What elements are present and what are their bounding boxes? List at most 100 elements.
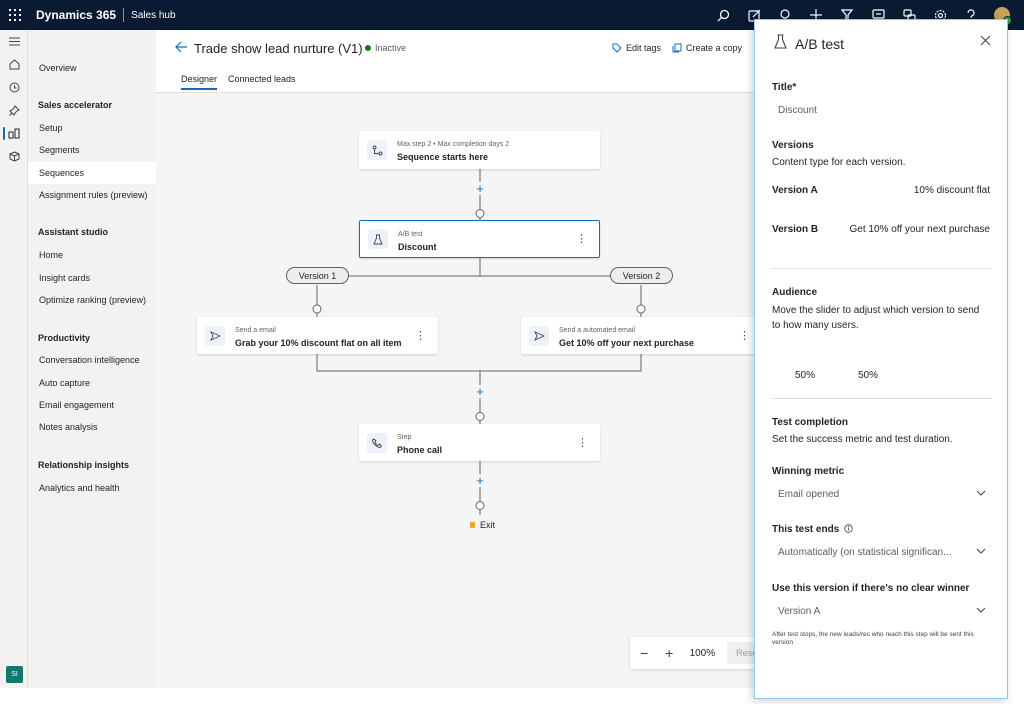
- audience-version-b-percent: 50%: [858, 370, 879, 381]
- node-subtitle: Send a email: [235, 327, 276, 334]
- fallback-version-value: Version A: [778, 606, 821, 617]
- add-step-button[interactable]: +: [476, 473, 484, 488]
- zoom-toolbar: − + 100% Reset: [630, 637, 756, 669]
- version-a-value[interactable]: 10% discount flat: [913, 185, 990, 196]
- nav-item-setup[interactable]: Setup: [39, 123, 63, 133]
- audience-description: Move the slider to adjust which version …: [772, 305, 980, 331]
- send-icon: [205, 325, 225, 346]
- page-title: Trade show lead nurture (V1): [194, 41, 363, 56]
- node-title: Phone call: [397, 445, 443, 455]
- ab-test-panel: A/B test Title* Discount Versions Conten…: [754, 19, 1008, 699]
- zoom-in-button[interactable]: +: [665, 645, 674, 661]
- box-icon[interactable]: [0, 145, 28, 168]
- tab-designer[interactable]: Designer: [181, 74, 218, 90]
- start-node[interactable]: Max step 2 • Max completion days 2 Seque…: [359, 131, 600, 169]
- home-icon[interactable]: [0, 53, 28, 76]
- title-input[interactable]: Discount: [778, 105, 817, 116]
- flag-icon: [470, 522, 475, 528]
- nav-item-assignment-rules[interactable]: Assignment rules (preview): [39, 190, 148, 200]
- nav-item-auto-capture[interactable]: Auto capture: [39, 378, 91, 388]
- nav-item-overview[interactable]: Overview: [39, 63, 77, 73]
- version-b-value[interactable]: Get 10% off your next purchase: [849, 224, 990, 235]
- automated-email-step-node[interactable]: Send a automated email Get 10% off your …: [521, 317, 756, 354]
- zoom-out-button[interactable]: −: [640, 645, 649, 661]
- winning-metric-dropdown[interactable]: Email opened: [772, 485, 992, 507]
- nav-item-analytics-health[interactable]: Analytics and health: [39, 483, 120, 493]
- tab-connected-leads[interactable]: Connected leads: [228, 74, 296, 84]
- versions-label: Versions: [772, 140, 814, 151]
- exit-label: Exit: [480, 520, 496, 530]
- chevron-down-icon: [976, 548, 986, 554]
- more-options-icon[interactable]: ⋮: [576, 233, 587, 245]
- section-divider: [772, 268, 992, 269]
- test-ends-dropdown[interactable]: Automatically (on statistical significan…: [772, 543, 992, 565]
- recent-icon[interactable]: [0, 76, 28, 99]
- version-2-pill[interactable]: Version 2: [610, 267, 673, 284]
- audience-label: Audience: [772, 287, 818, 298]
- nav-item-home[interactable]: Home: [39, 250, 64, 260]
- ab-test-node[interactable]: A/B test Discount ⋮: [359, 220, 600, 258]
- app-name[interactable]: Sales hub: [131, 9, 176, 21]
- create-copy-button[interactable]: Create a copy: [672, 43, 742, 53]
- nav-section-assistant-studio: Assistant studio: [38, 227, 109, 237]
- reset-zoom-button[interactable]: Reset: [727, 642, 756, 664]
- add-step-button[interactable]: +: [476, 384, 484, 399]
- add-step-button[interactable]: +: [476, 181, 484, 196]
- node-title: Get 10% off your next purchase: [559, 338, 695, 348]
- node-subtitle: A/B test: [398, 231, 423, 238]
- test-completion-description: Set the success metric and test duration…: [772, 434, 953, 445]
- edit-tags-button[interactable]: Edit tags: [612, 43, 661, 53]
- sitemap-nav: Overview Sales accelerator Setup Segment…: [28, 30, 156, 688]
- more-options-icon[interactable]: ⋮: [577, 436, 588, 449]
- version-a-label: Version A: [772, 185, 818, 196]
- node-subtitle: Max step 2 • Max completion days 2: [397, 141, 510, 148]
- node-subtitle: Send a automated email: [559, 327, 635, 334]
- hamburger-icon[interactable]: [0, 30, 28, 53]
- flow-start-icon: [367, 140, 387, 160]
- email-step-node[interactable]: Send a email Grab your 10% discount flat…: [197, 317, 438, 354]
- area-switcher-avatar[interactable]: SI: [6, 666, 23, 683]
- nav-item-insight-cards[interactable]: Insight cards: [39, 273, 91, 283]
- exit-marker: Exit: [470, 520, 495, 530]
- status-dot: [365, 45, 371, 51]
- top-icon-group: [715, 0, 1012, 30]
- brand-name[interactable]: Dynamics 365: [36, 8, 117, 22]
- panel-title: A/B test: [795, 36, 845, 52]
- winning-metric-label: Winning metric: [772, 466, 845, 477]
- icon-rail: SI: [0, 30, 28, 688]
- nav-item-email-engagement[interactable]: Email engagement: [39, 400, 115, 410]
- designer-canvas[interactable]: [156, 93, 756, 688]
- info-icon[interactable]: [844, 524, 853, 533]
- back-arrow-icon[interactable]: [175, 41, 187, 53]
- fallback-note: After test stops, the new leads/rec who …: [772, 631, 974, 646]
- fallback-version-label: Use this version if there's no clear win…: [772, 583, 970, 594]
- version-b-label: Version B: [772, 224, 819, 235]
- brand-divider: [123, 8, 125, 22]
- search-icon[interactable]: [715, 7, 731, 23]
- section-divider: [772, 398, 992, 399]
- sales-accelerator-icon[interactable]: [0, 122, 28, 145]
- audience-version-a-percent: 50%: [795, 370, 816, 381]
- nav-item-conversation-intelligence[interactable]: Conversation intelligence: [39, 355, 140, 365]
- phone-call-step-node[interactable]: Step Phone call ⋮: [359, 424, 600, 461]
- more-options-icon[interactable]: ⋮: [739, 329, 750, 342]
- nav-section-relationship-insights: Relationship insights: [38, 460, 130, 470]
- nav-item-notes-analysis[interactable]: Notes analysis: [39, 422, 98, 432]
- more-options-icon[interactable]: ⋮: [415, 329, 426, 342]
- node-title: Discount: [398, 242, 437, 252]
- test-ends-value: Automatically (on statistical significan…: [778, 547, 952, 558]
- nav-item-optimize-ranking[interactable]: Optimize ranking (preview): [39, 295, 147, 305]
- nav-item-sequences[interactable]: Sequences: [28, 162, 156, 184]
- fallback-version-dropdown[interactable]: Version A: [772, 602, 992, 624]
- nav-section-sales-accelerator: Sales accelerator: [38, 100, 113, 110]
- send-icon: [529, 325, 549, 346]
- version-1-pill[interactable]: Version 1: [286, 267, 349, 284]
- chat-icon[interactable]: [870, 7, 886, 23]
- nav-item-segments[interactable]: Segments: [39, 145, 80, 155]
- pin-icon[interactable]: [0, 99, 28, 122]
- test-ends-text: This test ends: [772, 524, 840, 535]
- compose-icon[interactable]: [746, 7, 762, 23]
- app-launcher-icon[interactable]: [0, 0, 30, 30]
- close-icon[interactable]: [980, 35, 991, 46]
- flask-icon: [368, 229, 388, 249]
